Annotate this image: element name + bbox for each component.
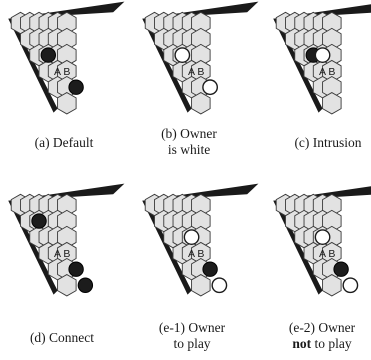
cell-mark-b: B (197, 66, 204, 78)
cell-mark-b: B (328, 66, 335, 78)
black-stone (68, 79, 84, 95)
cell-mark-b: B (63, 66, 70, 78)
white-stone (183, 229, 200, 246)
top-edge-band (142, 1, 259, 19)
caption-line: (c) Intrusion (294, 135, 361, 150)
caption-text: (e-1) Owner (159, 320, 226, 335)
white-stone (342, 277, 359, 294)
hex-cell (57, 92, 77, 115)
caption-line: to play (173, 336, 210, 351)
caption-line: (e-1) Owner (159, 320, 226, 335)
caption-line: is white (168, 142, 210, 157)
white-stone (174, 47, 191, 63)
cell-mark-b: B (63, 248, 70, 260)
black-stone (31, 213, 47, 229)
caption-line: (b) Owner (161, 126, 217, 141)
black-stone (77, 277, 94, 293)
caption-text: (b) Owner (161, 126, 217, 141)
cell-mark-b: B (328, 248, 335, 260)
white-stone (314, 47, 331, 63)
white-stone (211, 277, 228, 294)
caption-text: (c) Intrusion (294, 135, 361, 150)
cell-mark-a: A (54, 66, 61, 78)
caption-emphasis: not (292, 336, 311, 351)
hex-cell (191, 92, 211, 115)
caption-line: (d) Connect (30, 330, 94, 345)
black-stone (202, 261, 218, 277)
top-edge-band (142, 183, 259, 201)
caption-text: is white (168, 142, 210, 157)
caption-line: (a) Default (35, 135, 94, 150)
black-stone (68, 261, 84, 277)
caption-line: (e-2) Owner (289, 320, 356, 335)
hex-cell (322, 92, 342, 115)
caption-line: not to play (292, 336, 352, 351)
caption-text: (e-2) Owner (289, 320, 356, 335)
caption-text: to play (311, 336, 352, 351)
black-stone (40, 47, 56, 63)
white-stone (314, 229, 331, 246)
cell-mark-a: A (188, 66, 195, 78)
hex-cell (322, 274, 342, 297)
hex-cell (191, 274, 211, 297)
cell-mark-a: A (319, 248, 326, 260)
cell-mark-a: A (319, 66, 326, 78)
cell-mark-a: A (188, 248, 195, 260)
black-stone (333, 261, 349, 277)
caption-text: to play (173, 336, 210, 351)
cell-mark-b: B (197, 248, 204, 260)
caption-text: (d) Connect (30, 330, 94, 345)
cell-mark-a: A (54, 248, 61, 260)
caption-text: (a) Default (35, 135, 94, 150)
white-stone (202, 79, 218, 96)
top-edge-band (273, 4, 371, 19)
hex-cell (57, 274, 77, 297)
